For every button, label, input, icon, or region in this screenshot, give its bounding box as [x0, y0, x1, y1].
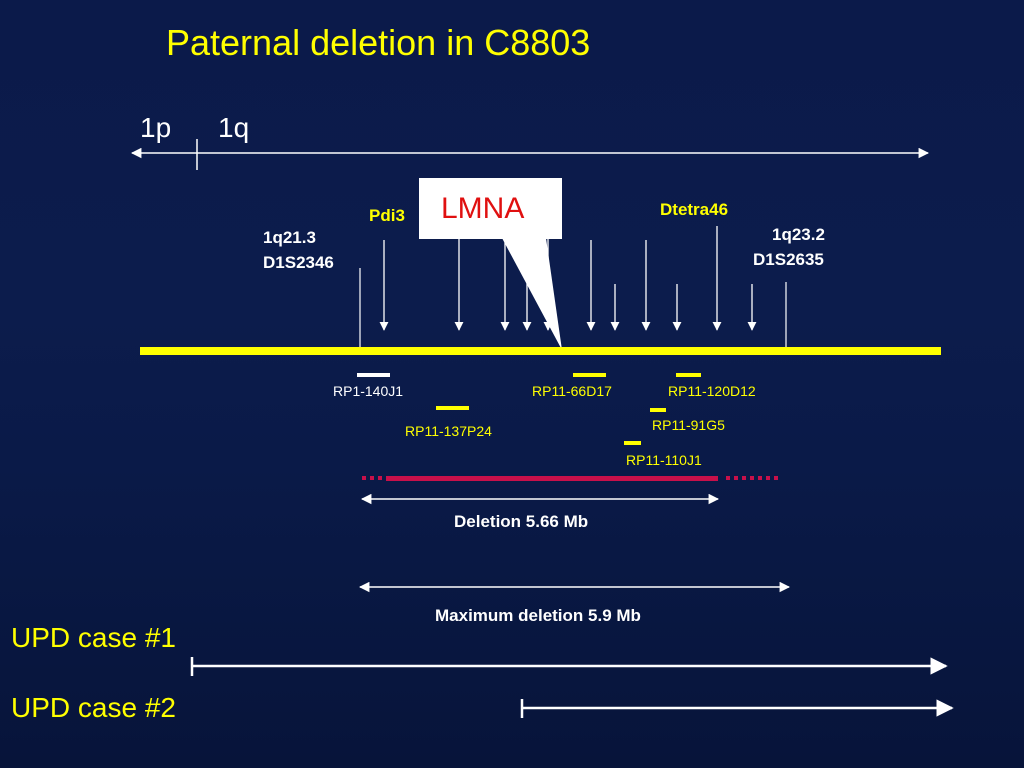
- upd-case-2-label: UPD case #2: [11, 692, 176, 723]
- lmna-callout-box: [419, 178, 562, 239]
- arm-label-q: 1q: [218, 112, 250, 143]
- lmna-callout-pointer: [502, 238, 562, 350]
- gene-label-dtetra46: Dtetra46: [660, 200, 729, 219]
- clone-bar-rp11-91g5: [650, 408, 666, 412]
- arm-label-p: 1p: [140, 112, 172, 143]
- marker-left-band: 1q21.3: [263, 228, 316, 247]
- clone-bar-rp11-110j1: [624, 441, 641, 445]
- clone-bar-rp11-137p24: [436, 406, 469, 410]
- marker-left-name: D1S2346: [263, 253, 334, 272]
- clone-bar-rp11-120d12: [676, 373, 701, 377]
- chromosome-bar: [140, 347, 941, 355]
- deletion-size-label: Deletion 5.66 Mb: [454, 512, 589, 531]
- clone-label-rp11-91g5: RP11-91G5: [652, 417, 725, 433]
- clone-bar-rp1-140j1: [357, 373, 390, 377]
- page-title: Paternal deletion in C8803: [166, 22, 591, 63]
- gene-label-pdi3: Pdi3: [369, 206, 405, 225]
- gene-arrows: [379, 226, 757, 331]
- marker-right-name: D1S2635: [753, 250, 824, 269]
- clone-label-rp11-110j1: RP11-110J1: [626, 452, 702, 468]
- upd-case-1-label: UPD case #1: [11, 622, 176, 653]
- clone-label-rp1-140j1: RP1-140J1: [333, 383, 404, 399]
- clone-bar-rp11-66d17: [573, 373, 606, 377]
- marker-right-band: 1q23.2: [772, 225, 825, 244]
- clone-label-rp11-137p24: RP11-137P24: [405, 423, 492, 439]
- clone-label-rp11-120d12: RP11-120D12: [668, 383, 756, 399]
- gene-label-lmna: LMNA: [441, 192, 525, 225]
- deletion-bar: [386, 476, 718, 481]
- max-deletion-label: Maximum deletion 5.9 Mb: [435, 606, 641, 625]
- clone-label-rp11-66d17: RP11-66D17: [532, 383, 612, 399]
